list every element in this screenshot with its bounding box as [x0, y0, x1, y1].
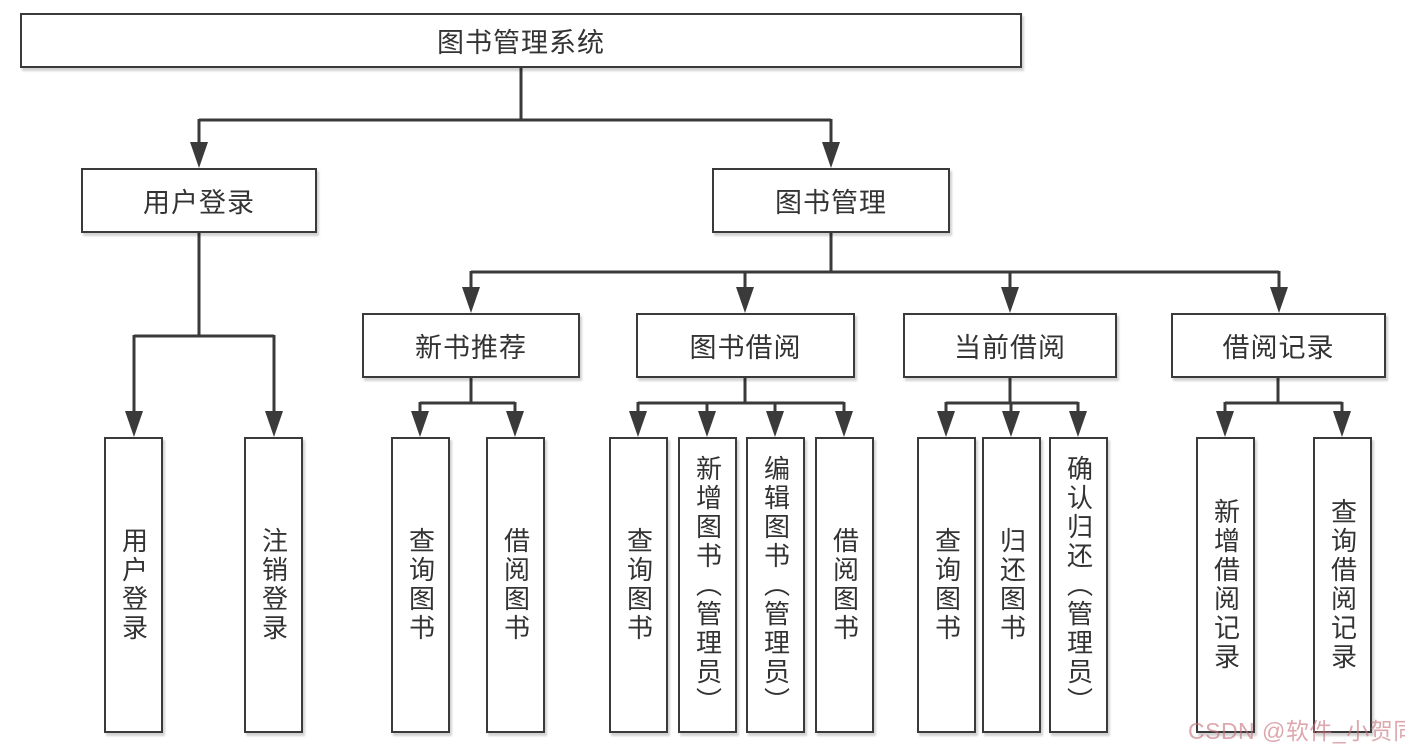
connector-borrowrecord-to-leaves — [1223, 378, 1344, 413]
node-leaf-bb-add-book: 新增图书（管理员） — [678, 437, 737, 733]
node-leaf-bb-query-book: 查询图书 — [609, 437, 668, 733]
node-current-borrow: 当前借阅 — [903, 313, 1117, 378]
node-leaf-bb-borrow-book: 借阅图书 — [815, 437, 874, 733]
node-leaf-rec-borrow-book: 借阅图书 — [486, 437, 545, 733]
node-leaf-login: 用户登录 — [104, 437, 163, 733]
node-leaf-bb-edit-book: 编辑图书（管理员） — [746, 437, 805, 733]
node-leaf-cb-confirm-return: 确认归还（管理员） — [1049, 437, 1108, 733]
node-leaf-cb-return-book: 归还图书 — [982, 437, 1041, 733]
csdn-watermark: CSDN @软件_小贺同学 — [1188, 718, 1405, 744]
arrowhead-icon — [766, 411, 784, 437]
arrowhead-icon — [937, 411, 955, 437]
node-borrow-record: 借阅记录 — [1171, 313, 1386, 378]
connector-bookmgmt-to-level3 — [469, 233, 1281, 290]
connector-newbookrec-to-leaves — [418, 378, 517, 413]
node-root: 图书管理系统 — [20, 13, 1022, 68]
node-leaf-logout: 注销登录 — [244, 437, 303, 733]
arrowhead-icon — [190, 142, 208, 168]
arrowhead-icon — [125, 411, 143, 437]
arrowhead-icon — [736, 287, 754, 313]
connector-userlogin-to-leaves — [132, 233, 276, 413]
arrowhead-icon — [822, 142, 840, 168]
node-leaf-cb-query-book: 查询图书 — [917, 437, 976, 733]
arrowhead-icon — [1069, 411, 1087, 437]
arrowhead-icon — [1001, 287, 1019, 313]
connector-bookborrow-to-leaves — [636, 378, 846, 413]
arrowhead-icon — [629, 411, 647, 437]
arrowhead-icon — [1002, 411, 1020, 437]
arrowhead-icon — [1216, 411, 1234, 437]
arrowhead-icon — [411, 411, 429, 437]
node-leaf-br-query-record: 查询借阅记录 — [1313, 437, 1372, 733]
node-book-borrow: 图书借阅 — [636, 313, 855, 378]
node-leaf-rec-query-book: 查询图书 — [391, 437, 450, 733]
arrowhead-icon — [265, 411, 283, 437]
arrowhead-icon — [506, 411, 524, 437]
node-leaf-br-add-record: 新增借阅记录 — [1196, 437, 1255, 733]
arrowhead-icon — [1333, 411, 1351, 437]
connector-root-to-level2 — [197, 68, 833, 144]
connector-currentborrow-to-leaves — [944, 378, 1080, 413]
node-book-mgmt: 图书管理 — [712, 168, 950, 233]
arrowhead-icon — [835, 411, 853, 437]
arrowhead-icon — [698, 411, 716, 437]
node-user-login: 用户登录 — [81, 168, 317, 233]
arrowhead-icon — [462, 287, 480, 313]
arrowhead-icon — [1270, 287, 1288, 313]
node-new-book-rec: 新书推荐 — [362, 313, 580, 378]
